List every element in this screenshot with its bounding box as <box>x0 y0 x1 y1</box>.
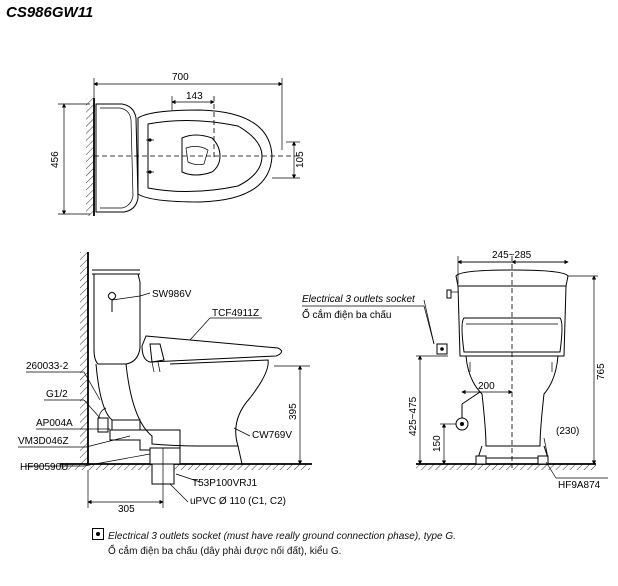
label-ap004a: AP004A <box>36 418 73 429</box>
front-bowl <box>465 355 559 447</box>
label-hf90590u: HF90590U <box>20 462 68 473</box>
label-hf9a874: HF9A874 <box>558 480 601 491</box>
label-g12: G1/2 <box>46 389 68 400</box>
side-tank <box>93 273 141 365</box>
dim-700: 700 <box>172 72 189 83</box>
side-seat <box>141 335 282 363</box>
top-wall <box>86 98 94 216</box>
socket-label-vi: Ổ cắm điện ba chấu <box>302 308 392 321</box>
socket-symbol-icon <box>92 528 104 540</box>
label-vm3d046z: VM3D046Z <box>18 436 69 447</box>
footnote-vi: Ổ cắm điện ba chấu (dây phải được nối đấ… <box>108 546 342 557</box>
dim-150: 150 <box>432 435 443 452</box>
socket-label-en: Electrical 3 outlets socket <box>302 294 416 305</box>
dim-456: 456 <box>50 151 61 168</box>
dim-395: 395 <box>288 403 299 420</box>
label-tcf4911z: TCF4911Z <box>212 308 259 319</box>
top-tank <box>95 103 139 213</box>
label-t53p100vrj1: T53P100VRJ1 <box>192 478 257 489</box>
label-sw986v: SW986V <box>152 289 192 300</box>
footnote-en: Electrical 3 outlets socket (must have r… <box>108 531 456 542</box>
dim-305: 305 <box>118 504 135 515</box>
front-seat <box>461 317 563 353</box>
dim-765: 765 <box>596 363 607 380</box>
dim-143: 143 <box>186 91 203 102</box>
front-tank <box>457 285 567 357</box>
dim-200: 200 <box>478 381 495 392</box>
label-cw769v: CW769V <box>252 430 292 441</box>
dim-230: (230) <box>556 426 579 437</box>
top-view: 700 143 456 105 <box>50 72 306 216</box>
dim-245-285: 245~285 <box>492 250 532 261</box>
side-view: 395 305 SW986V TCF4911Z 260033-2 G1/2 AP… <box>18 252 312 515</box>
dim-425-475: 425~475 <box>408 396 419 436</box>
dim-105: 105 <box>295 151 306 168</box>
label-260033-2: 260033-2 <box>26 361 69 372</box>
front-tank-lid <box>455 269 569 287</box>
front-view: 245~285 200 425~475 150 765 (230) HF9A87… <box>302 250 608 491</box>
label-upvc-pipe: uPVC Ø 110 (C1, C2) <box>190 496 286 507</box>
top-bowl-opening <box>181 134 221 176</box>
model-title: CS986GW11 <box>6 4 94 21</box>
footnote: Electrical 3 outlets socket (must have r… <box>92 528 456 559</box>
side-bowl <box>125 359 269 447</box>
